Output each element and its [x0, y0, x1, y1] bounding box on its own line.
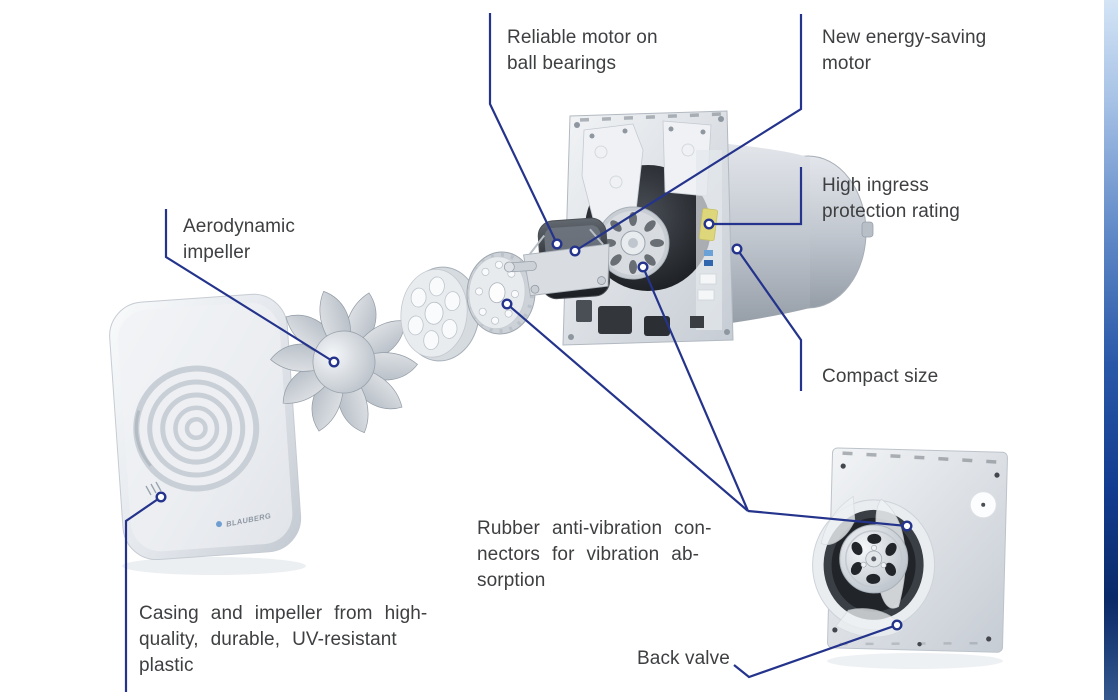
label-line: impeller [183, 242, 251, 263]
label-line: protection rating [822, 201, 960, 222]
label-casing-plastic: Casing and impeller from high- quality, … [139, 601, 432, 679]
label-ingress-protection: High ingress protection rating [822, 173, 960, 225]
leader-energy-saving [574, 14, 803, 252]
label-line: sorption [477, 570, 546, 591]
label-line: High ingress [822, 175, 929, 196]
front-casing-illustration [109, 293, 302, 561]
leader-back-valve [733, 623, 898, 679]
grille-disc-illustration [400, 266, 480, 362]
assembled-fan-illustration [812, 447, 1008, 653]
label-line: nectors for vibration ab- [477, 544, 700, 565]
label-line: Aerodynamic [183, 216, 295, 237]
label-line: plastic [139, 655, 194, 676]
label-line: Compact size [822, 366, 939, 387]
casing-mark [145, 481, 162, 496]
leader-lines [124, 13, 908, 692]
leader-compact [736, 248, 803, 391]
leader-reliable-motor [488, 13, 558, 245]
leader-impeller [164, 209, 335, 363]
leader-rubber [506, 266, 908, 528]
casing-shadow [122, 557, 306, 575]
label-line: Reliable motor on [507, 27, 658, 48]
accent-bar [1104, 0, 1118, 700]
back-plate-illustration [562, 110, 874, 346]
label-back-valve: Back valve [637, 646, 730, 672]
label-line: ball bearings [507, 53, 617, 74]
label-line: Back valve [637, 648, 730, 669]
label-aerodynamic-impeller: Aerodynamic impeller [183, 214, 295, 266]
label-line: Casing and impeller from high- [139, 603, 428, 624]
label-rubber-connectors: Rubber anti-vibration con- nectors for v… [477, 516, 748, 594]
leader-dots [155, 218, 913, 631]
leader-casing [124, 496, 162, 692]
label-compact-size: Compact size [822, 364, 938, 390]
leader-ingress [709, 167, 803, 226]
fan-shadow [827, 653, 1003, 669]
impeller-illustration [268, 288, 420, 436]
label-line: Rubber anti-vibration con- [477, 518, 712, 539]
label-line: quality, durable, UV-resistant [139, 629, 397, 650]
motor-illustration [503, 217, 611, 300]
label-energy-saving-motor: New energy-saving motor [822, 25, 986, 77]
label-line: motor [822, 53, 872, 74]
brand-logo-icon [216, 521, 223, 528]
label-reliable-motor: Reliable motor on ball bearings [507, 25, 658, 77]
label-line: New energy-saving [822, 27, 987, 48]
